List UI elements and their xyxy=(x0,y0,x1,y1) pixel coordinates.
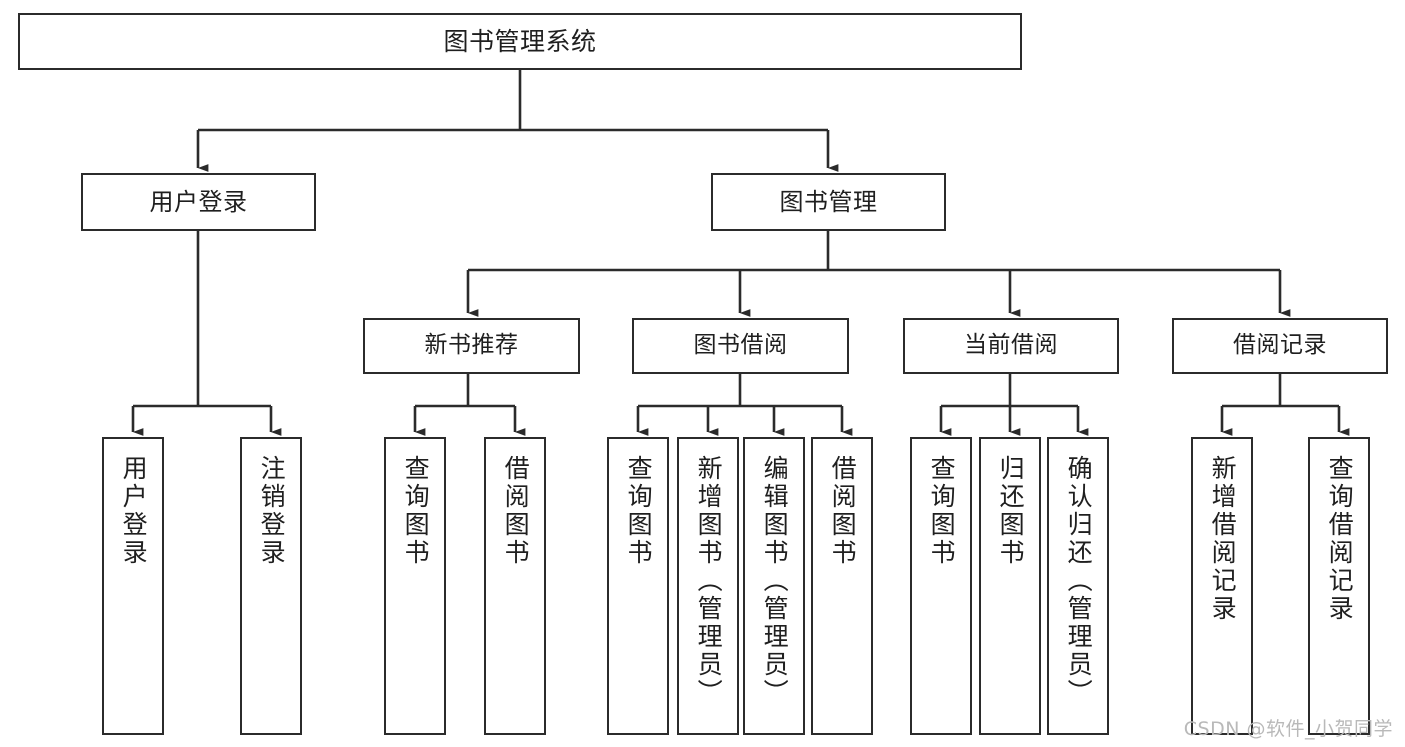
leaf-return-book[interactable]: 归还图书 xyxy=(979,437,1041,735)
node-root-book-management-system[interactable]: 图书管理系统 xyxy=(18,13,1022,70)
node-label: 用户登录 xyxy=(119,455,149,567)
node-label: 用户登录 xyxy=(149,187,248,216)
node-borrow-record[interactable]: 借阅记录 xyxy=(1172,318,1388,374)
node-label: 新书推荐 xyxy=(424,332,519,359)
leaf-logout[interactable]: 注销登录 xyxy=(240,437,302,735)
node-label: 编辑图书（管理员） xyxy=(760,455,790,707)
node-new-book-recommend[interactable]: 新书推荐 xyxy=(363,318,580,374)
leaf-query-book-recommend[interactable]: 查询图书 xyxy=(384,437,446,735)
node-label: 新增图书（管理员） xyxy=(694,455,724,707)
node-label: 图书借阅 xyxy=(693,332,788,359)
node-label: 确认归还（管理员） xyxy=(1064,455,1094,707)
leaf-add-book-admin[interactable]: 新增图书（管理员） xyxy=(677,437,739,735)
node-label: 借阅记录 xyxy=(1233,332,1327,359)
leaf-query-borrow-record[interactable]: 查询借阅记录 xyxy=(1308,437,1370,735)
node-label: 借阅图书 xyxy=(501,455,531,567)
leaf-edit-book-admin[interactable]: 编辑图书（管理员） xyxy=(743,437,805,735)
node-user-login[interactable]: 用户登录 xyxy=(81,173,316,231)
leaf-query-book-current[interactable]: 查询图书 xyxy=(910,437,972,735)
leaf-confirm-return-admin[interactable]: 确认归还（管理员） xyxy=(1047,437,1109,735)
node-label: 查询图书 xyxy=(927,455,957,567)
node-label: 归还图书 xyxy=(996,455,1026,567)
leaf-user-login[interactable]: 用户登录 xyxy=(102,437,164,735)
node-label: 查询图书 xyxy=(401,455,431,567)
node-label: 借阅图书 xyxy=(828,455,858,567)
leaf-query-book-borrow[interactable]: 查询图书 xyxy=(607,437,669,735)
node-label: 新增借阅记录 xyxy=(1208,455,1238,623)
node-book-management[interactable]: 图书管理 xyxy=(711,173,946,231)
leaf-borrow-book[interactable]: 借阅图书 xyxy=(811,437,873,735)
node-book-borrow[interactable]: 图书借阅 xyxy=(632,318,849,374)
node-label: 图书管理 xyxy=(779,187,878,216)
node-label: 查询图书 xyxy=(624,455,654,567)
node-label: 查询借阅记录 xyxy=(1325,455,1355,623)
leaf-borrow-book-recommend[interactable]: 借阅图书 xyxy=(484,437,546,735)
leaf-add-borrow-record[interactable]: 新增借阅记录 xyxy=(1191,437,1253,735)
node-label: 当前借阅 xyxy=(964,332,1058,359)
node-current-borrow[interactable]: 当前借阅 xyxy=(903,318,1119,374)
node-label: 注销登录 xyxy=(257,455,287,567)
node-label: 图书管理系统 xyxy=(443,26,597,56)
